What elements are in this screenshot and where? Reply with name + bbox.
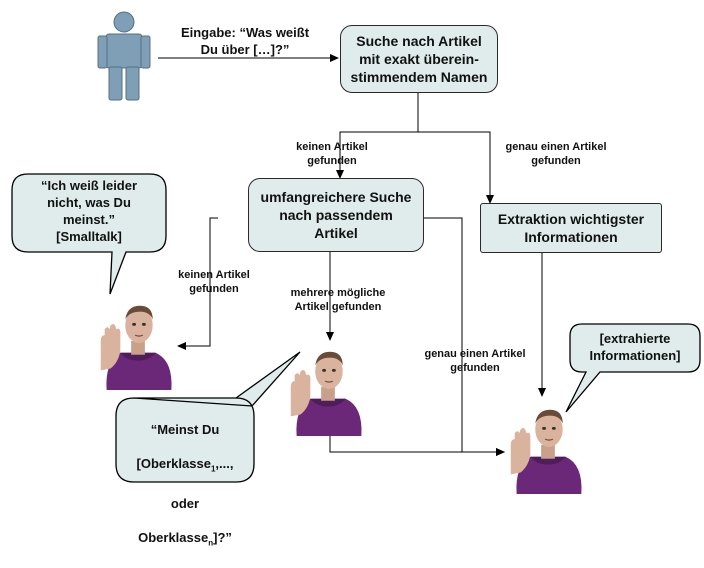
- edge-one-article-1: [417, 92, 494, 204]
- flow-diagram: [11, 11, 701, 494]
- bubble-meinst-text: “Meinst Du [Oberklasse1,..., oder Oberkl…: [118, 404, 252, 568]
- edge-label-one-article-1: genau einen Artikel gefunden: [505, 141, 607, 167]
- node-extraction: Extraktion wichtigster Informationen: [480, 203, 662, 253]
- avatar-figure-right: [510, 409, 583, 494]
- edge-no-article-2: [177, 217, 218, 350]
- meinst-line-2b: ,...,: [215, 456, 234, 471]
- edge-label-no-article-2: keinen Artikel gefunden: [178, 269, 250, 295]
- meinst-line-2a: [Oberklasse: [136, 456, 211, 471]
- avatar-figure-middle: [290, 351, 363, 436]
- avatar-figure-left: [100, 305, 173, 390]
- connectors: [158, 54, 546, 456]
- meinst-line-2: [Oberklasse1,...,: [118, 455, 252, 478]
- node-broad-search: umfangreichere Suche nach passendem Arti…: [248, 178, 424, 252]
- node-exact-search: Suche nach Artikel mit exakt überein- st…: [340, 25, 498, 93]
- meinst-subscript-1: 1: [210, 464, 216, 474]
- edge-one-article-2: [424, 217, 505, 456]
- bubble-extracted-shape: [565, 323, 701, 413]
- edge-label-one-article-2: genau einen Artikel gefunden: [424, 348, 526, 374]
- edge-avatar-to-final: [329, 432, 505, 456]
- bubble-smalltalk-text: “Ich weiß leider nicht, was Du meinst.” …: [40, 178, 138, 244]
- bubble-extracted-text: [extrahierte Informationen]: [589, 331, 681, 363]
- bubble-meinst-shape: [115, 351, 301, 483]
- meinst-line-4a: Oberklasse: [138, 529, 209, 545]
- meinst-line-3: oder: [170, 495, 200, 511]
- meinst-line-4: Oberklassen]?”: [118, 529, 252, 552]
- edge-label-no-article-1: keinen Artikel gefunden: [296, 141, 368, 167]
- bubble-smalltalk-shape: [11, 173, 167, 295]
- meinst-line-1: “Meinst Du: [150, 422, 220, 437]
- meinst-line-4b: ]?”: [213, 529, 232, 545]
- person-icon: [97, 11, 151, 101]
- input-label: Eingabe: “Was weißt Du über […]?”: [180, 25, 310, 57]
- edge-label-multiple: mehrere mögliche Artikel gefunden: [290, 287, 386, 313]
